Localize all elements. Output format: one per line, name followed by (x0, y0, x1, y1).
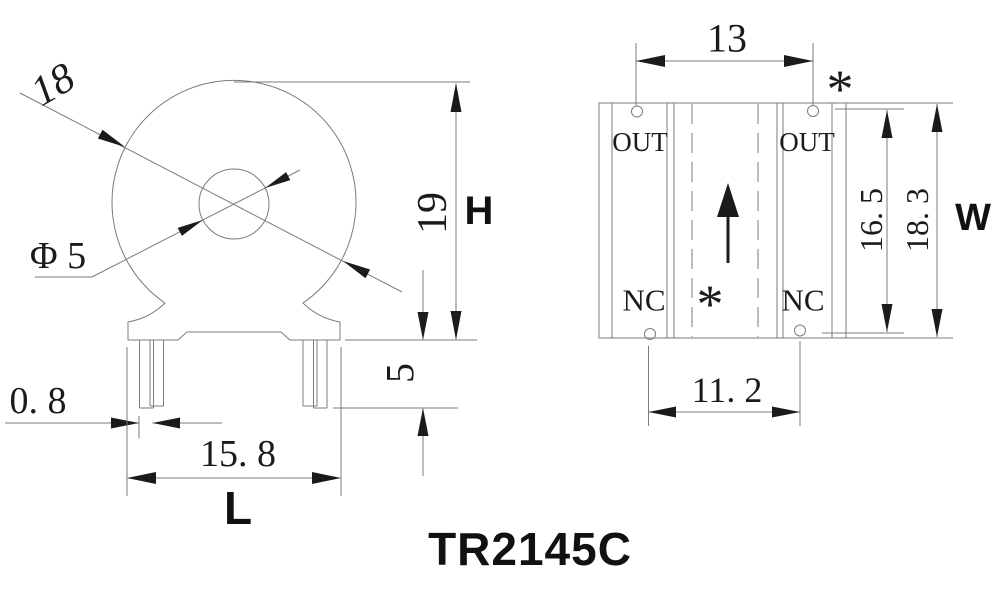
side-view: OUT OUT NC NC * * 13 11. 2 (598, 16, 991, 426)
front-right-pins (302, 340, 328, 409)
top-pitch-dimension (635, 43, 814, 106)
height-dimension (234, 81, 477, 341)
outer-diameter-value: 18 (23, 55, 82, 116)
pin-hole-nc-right (794, 324, 806, 337)
overall-height-value: 18. 3 (899, 188, 935, 252)
part-number-title: TR2145C (428, 523, 632, 575)
bottom-pitch-dimension (648, 341, 801, 426)
current-direction-arrow (717, 183, 739, 263)
pin-hole-out-right (807, 105, 819, 117)
pin-length-dimension (333, 270, 458, 476)
inner-height-dimension (822, 108, 904, 334)
top-pitch-value: 13 (707, 16, 747, 61)
outer-diameter-dimension (19, 92, 403, 293)
base-width-dimension (126, 347, 342, 496)
hole-diameter-dimension (35, 169, 301, 278)
height-value: 19 (410, 192, 456, 234)
center-hole (198, 168, 270, 240)
pin-hole-out-left (631, 105, 643, 118)
pin-width-dimension (5, 416, 222, 438)
height-letter: H (465, 189, 494, 233)
pin-length-value: 5 (378, 363, 423, 383)
polarity-star-top: * (827, 59, 854, 119)
polarity-star-center: * (697, 274, 724, 334)
base-width-value: 15. 8 (200, 433, 276, 475)
case-outline (598, 102, 847, 339)
pin-width-value: 0. 8 (10, 380, 67, 422)
pin-label-nc-right: NC (781, 283, 824, 318)
bottom-pitch-value: 11. 2 (692, 370, 763, 410)
toroid-body-outline (111, 79, 357, 341)
pin-label-out-left: OUT (612, 127, 668, 157)
base-width-letter: L (224, 482, 252, 534)
pin-label-nc-left: NC (622, 283, 665, 318)
front-left-pins (139, 340, 164, 409)
hole-diameter-value: Φ 5 (30, 235, 86, 277)
pin-hole-nc-left (644, 328, 656, 340)
pin-label-out-right: OUT (779, 127, 835, 157)
width-letter: W (955, 197, 991, 239)
overall-height-dimension (846, 102, 953, 339)
front-view: 18 Φ 5 19 H 5 (5, 55, 493, 534)
inner-height-value: 16. 5 (853, 188, 889, 252)
